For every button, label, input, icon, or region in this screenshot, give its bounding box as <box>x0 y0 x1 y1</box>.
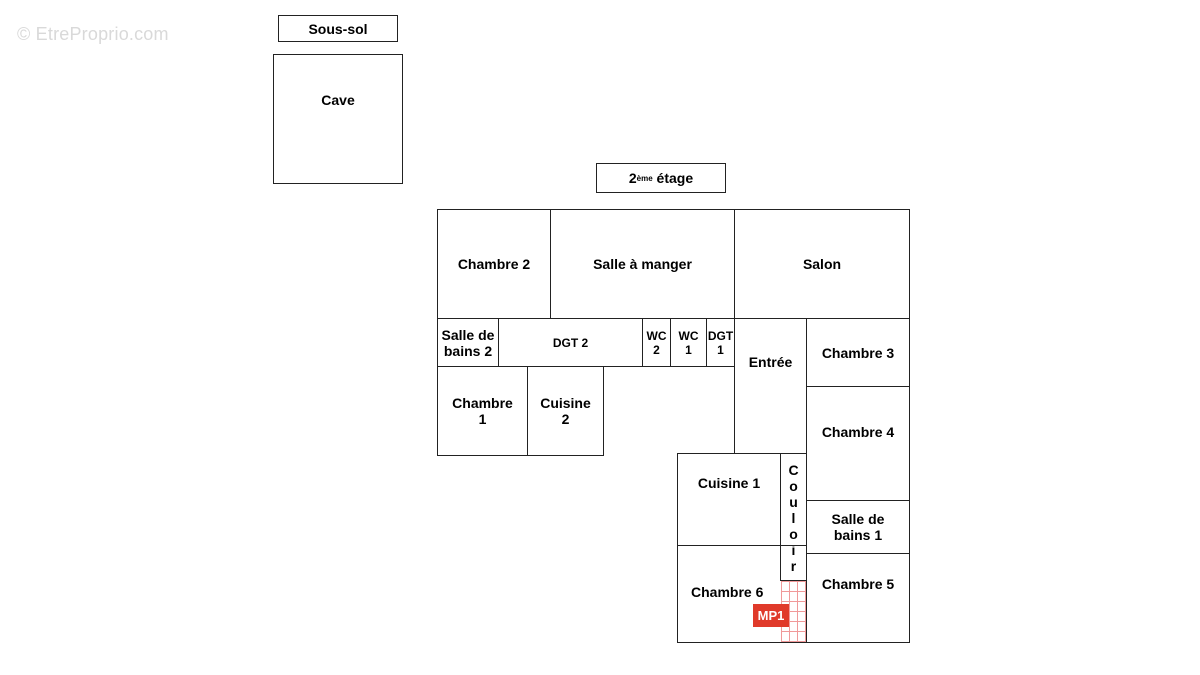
room-wc-1: WC 1 <box>670 318 707 367</box>
couloir-letter: C <box>788 462 799 478</box>
couloir-letter: r <box>790 558 797 574</box>
couloir-letter: u <box>789 494 798 510</box>
floor-label-number: 2 <box>628 170 637 186</box>
room-chambre-2-label: Chambre 2 <box>457 256 531 272</box>
room-cuisine-1-label: Cuisine 1 <box>697 475 761 491</box>
room-chambre-5-label: Chambre 5 <box>821 576 895 592</box>
room-chambre-2: Chambre 2 <box>437 209 551 319</box>
measurement-point-label: MP1 <box>757 608 785 623</box>
room-cave: Cave <box>273 54 403 184</box>
room-wc-2-label: WC 2 <box>646 328 667 357</box>
room-chambre-3: Chambre 3 <box>806 318 910 387</box>
basement-label-text: Sous-sol <box>308 20 368 37</box>
room-salle-de-bains-1-label: Salle de bains 1 <box>831 511 885 543</box>
room-chambre-1: Chambre 1 <box>437 366 528 456</box>
room-salon: Salon <box>734 209 910 319</box>
room-cave-label: Cave <box>321 92 355 108</box>
room-wc-2: WC 2 <box>642 318 671 367</box>
room-cuisine-2-label: Cuisine 2 <box>540 395 591 427</box>
room-cuisine-1: Cuisine 1 <box>677 453 781 546</box>
couloir-letter: o <box>789 478 798 494</box>
couloir-letter: i <box>791 542 796 558</box>
room-salle-de-bains-1: Salle de bains 1 <box>806 500 910 554</box>
room-chambre-3-label: Chambre 3 <box>821 344 895 361</box>
room-dgt-2: DGT 2 <box>498 318 643 367</box>
room-cuisine-2: Cuisine 2 <box>527 366 604 456</box>
room-wc-1-label: WC 1 <box>678 328 699 357</box>
floor-label-superscript: ème <box>636 173 653 183</box>
room-entree: Entrée <box>734 318 807 454</box>
room-chambre-1-label: Chambre 1 <box>452 395 513 427</box>
room-entree-label: Entrée <box>748 354 793 370</box>
room-salle-a-manger-label: Salle à manger <box>593 256 692 272</box>
room-dgt-1: DGT 1 <box>706 318 735 367</box>
room-chambre-4-label: Chambre 4 <box>821 424 895 440</box>
room-dgt-2-label: DGT 2 <box>552 335 589 350</box>
floor-label-word: étage <box>652 170 694 186</box>
measurement-point-marker: MP1 <box>753 604 789 627</box>
watermark: © EtreProprio.com <box>17 24 169 44</box>
room-salle-a-manger: Salle à manger <box>550 209 735 319</box>
room-chambre-4: Chambre 4 <box>806 386 910 501</box>
room-chambre-5: Chambre 5 <box>806 553 910 643</box>
room-dgt-1-label: DGT 1 <box>707 328 734 357</box>
room-chambre-6-label: Chambre 6 <box>691 584 764 600</box>
basement-label: Sous-sol <box>278 15 398 42</box>
couloir-letter: l <box>791 510 796 526</box>
room-salon-label: Salon <box>802 256 842 272</box>
room-salle-de-bains-2-label: Salle de bains 2 <box>441 326 495 359</box>
couloir-letter: o <box>789 526 798 542</box>
room-salle-de-bains-2: Salle de bains 2 <box>437 318 499 367</box>
